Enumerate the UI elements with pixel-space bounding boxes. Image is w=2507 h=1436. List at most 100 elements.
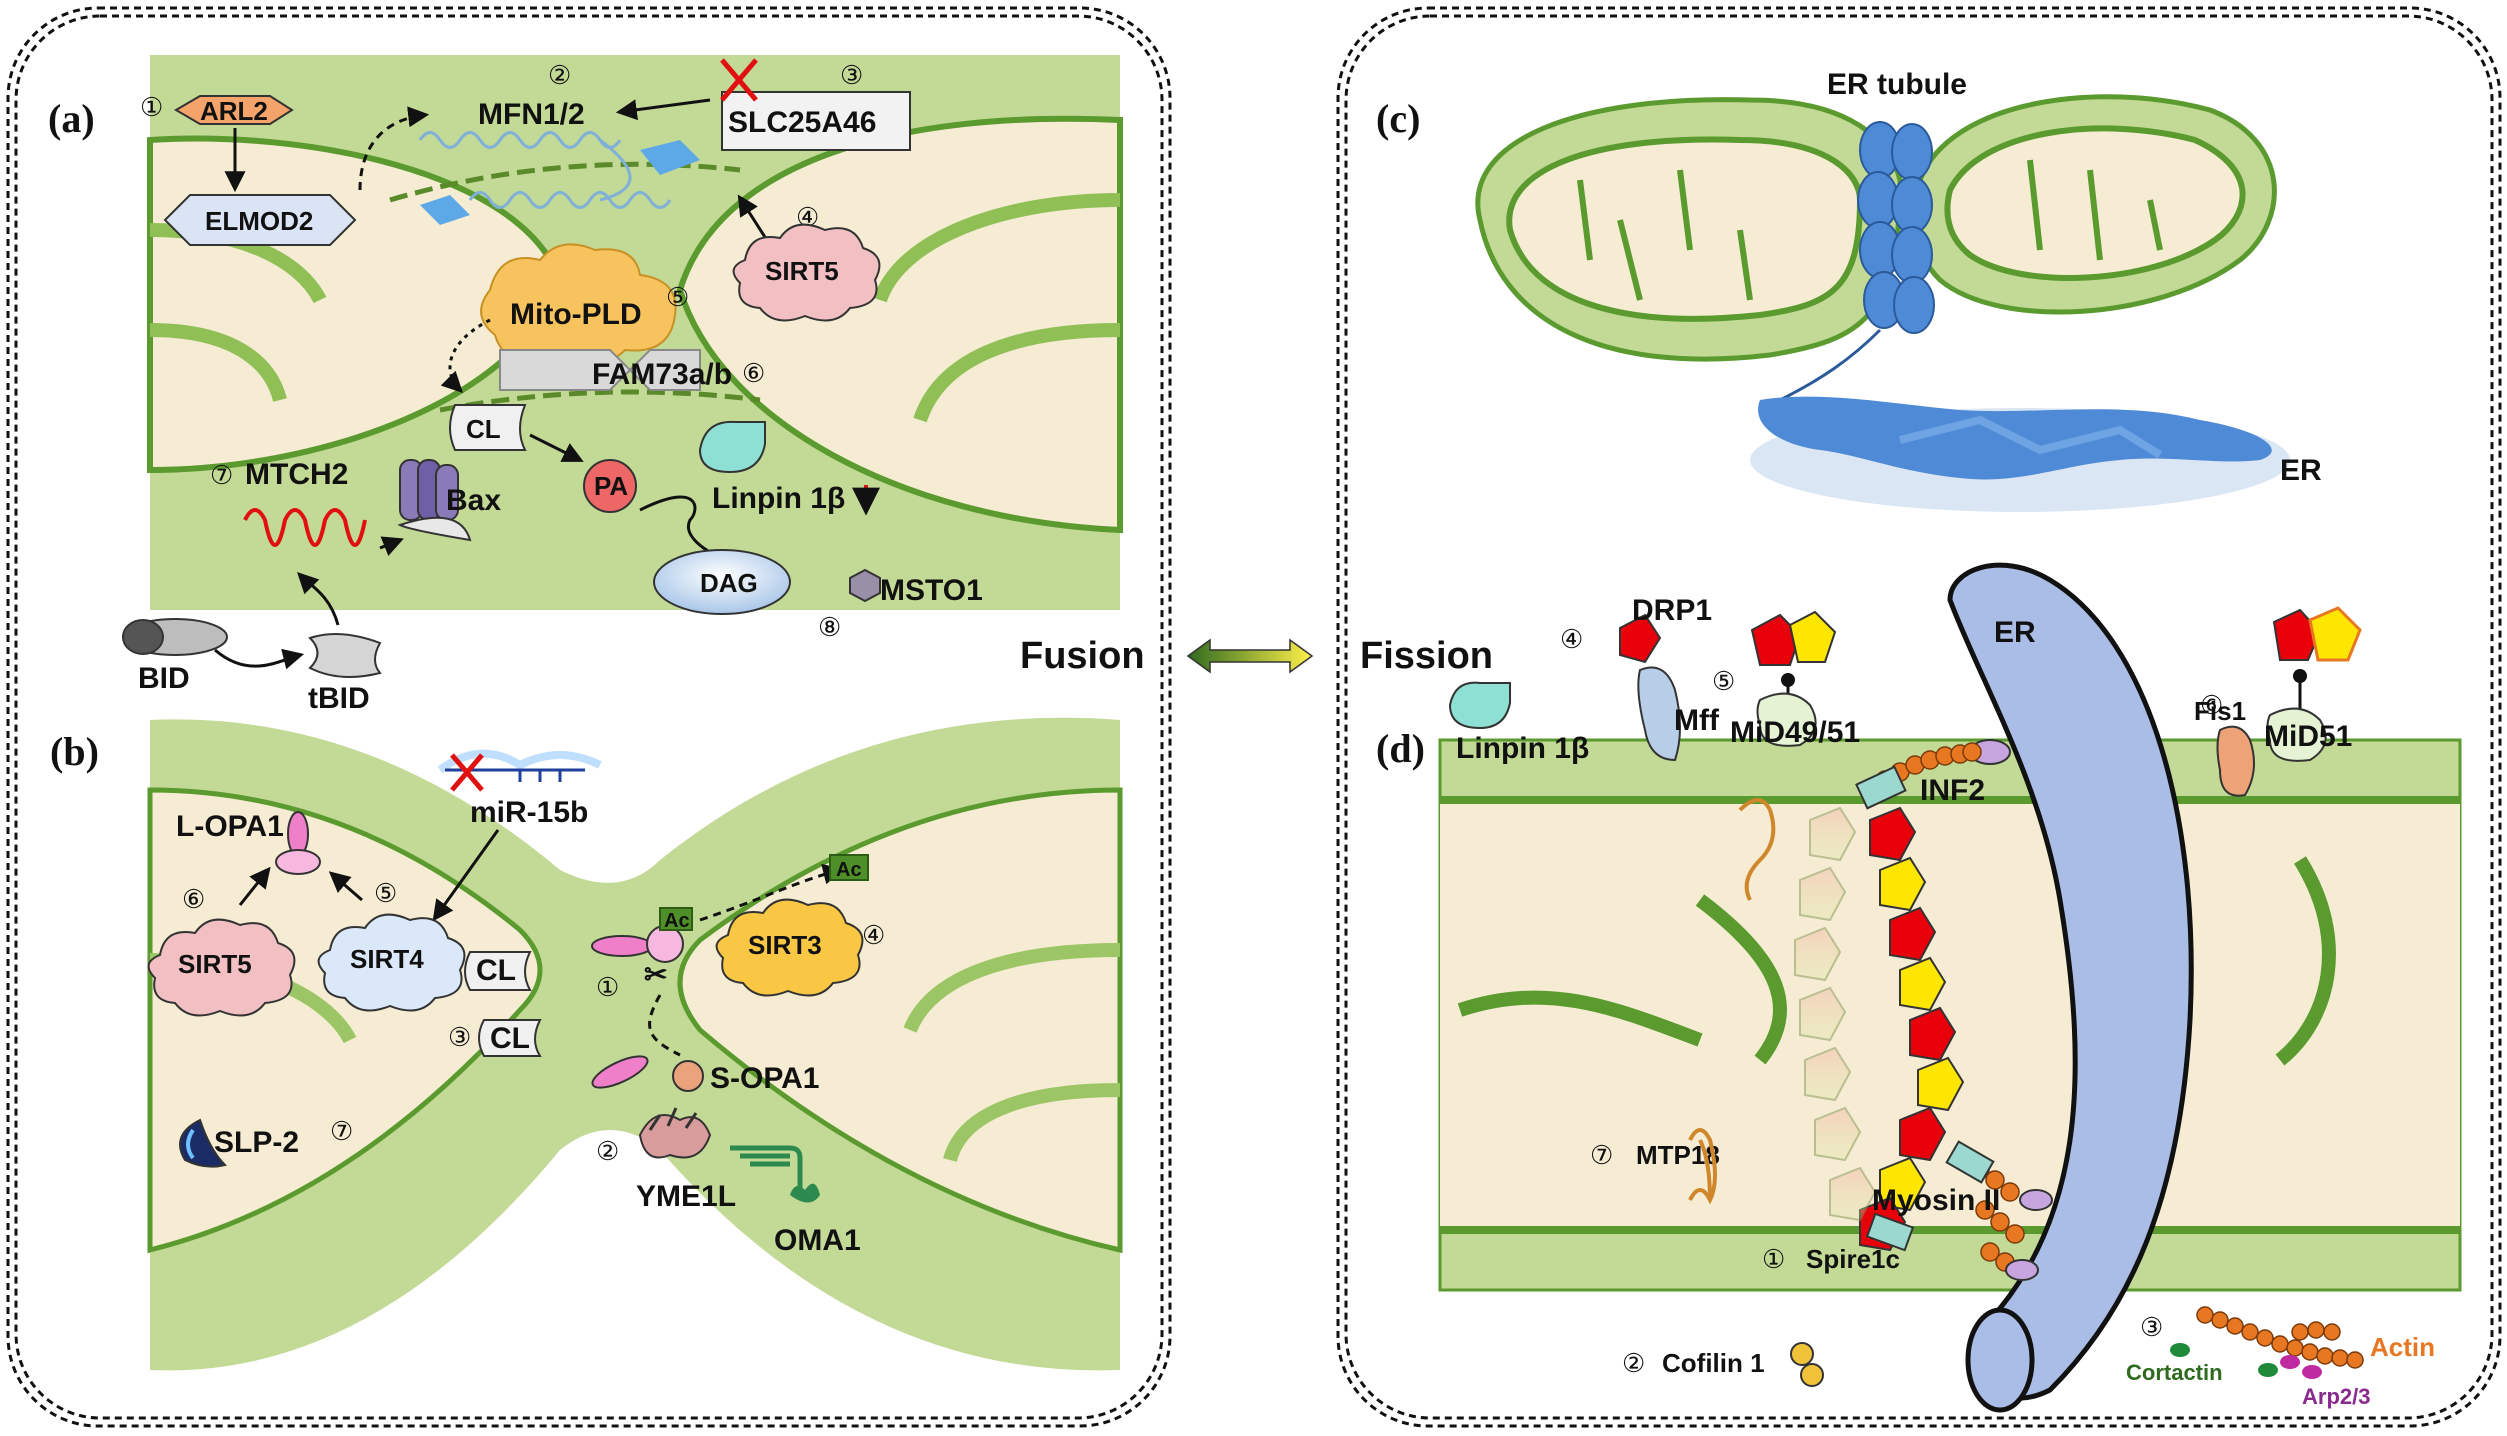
mfn-gtpase-2 — [420, 195, 470, 225]
mfn-coils — [418, 131, 672, 209]
slc25a46-box — [721, 91, 911, 151]
bid-shape — [122, 618, 228, 656]
cortactin-icon-2 — [2258, 1363, 2278, 1377]
mfn-label: MFN1/2 — [478, 98, 585, 131]
mff-label: Mff — [1674, 704, 1720, 737]
panel-d-letter: (d) — [1376, 726, 1425, 771]
sirt5-label-b: SIRT5 — [178, 949, 252, 979]
actin-branch — [2196, 1306, 2364, 1369]
a-num-2: ② — [548, 60, 571, 90]
d-num-6: ⑥ — [2200, 690, 2223, 720]
fis1-shape — [2216, 725, 2255, 797]
sirt4-cloud — [317, 913, 466, 1012]
a-num-1: ① — [140, 92, 163, 122]
d-num-4: ④ — [1560, 624, 1583, 654]
ac-label-1: Ac — [664, 910, 690, 932]
pa-circle — [583, 459, 637, 513]
fusion-fission-switch: Fusion Fission — [1020, 635, 1493, 677]
left-panel-frame — [6, 6, 1172, 1428]
linpin-shape-d — [1448, 681, 1511, 730]
linpin-shape-a — [698, 420, 766, 474]
fam73-label: FAM73a/b — [592, 358, 732, 391]
fusion-fission-arrow — [1186, 638, 1314, 674]
mff-shape — [1637, 666, 1681, 762]
arp-label: Arp2/3 — [2302, 1384, 2370, 1409]
slc25a46-label: SLC25A46 — [728, 106, 876, 139]
arl2-hexagon — [174, 95, 294, 125]
oma1-label: OMA1 — [774, 1224, 861, 1257]
panel-a-matrix-right — [676, 115, 1123, 534]
mir-15b-icon — [437, 749, 602, 792]
fusion-label: Fusion — [1020, 635, 1145, 677]
er-tubule-label: ER tubule — [1827, 68, 1967, 101]
linpin-label-d: Linpin 1β — [1456, 732, 1589, 765]
cl-shape-b1 — [464, 951, 532, 991]
cl-label-b1: CL — [476, 954, 516, 987]
s-opa1-circle — [672, 1060, 704, 1092]
b-num-5: ⑤ — [374, 878, 397, 908]
slp2-label: SLP-2 — [214, 1126, 299, 1159]
arp23-icon-2 — [2302, 1365, 2322, 1379]
drp1-icon-1 — [1619, 613, 1662, 664]
cortactin-label: Cortactin — [2126, 1360, 2223, 1385]
linpin-label-a: Linpin 1β — [712, 482, 845, 515]
panel-b-letter: (b) — [50, 729, 99, 774]
slc-cross-icon — [720, 58, 758, 102]
arl2-label: ARL2 — [200, 96, 268, 126]
cl-shape-b2 — [478, 1019, 542, 1057]
b-num-1: ① — [596, 972, 619, 1002]
oma1-shape — [730, 1145, 820, 1203]
sirt5-label-a: SIRT5 — [765, 256, 839, 286]
elmod2-hexagon — [163, 194, 357, 246]
er-label-d: ER — [1994, 616, 2036, 649]
mir-15b-label: miR-15b — [470, 796, 588, 829]
msto1-shape — [849, 568, 881, 603]
pa-label: PA — [594, 471, 628, 501]
yme1l-label: YME1L — [636, 1180, 736, 1213]
fam73-shape — [499, 349, 701, 391]
er-tubule-constriction — [1857, 121, 1935, 334]
lopa1-label: L-OPA1 — [176, 810, 284, 843]
cortactin-icon-1 — [2170, 1343, 2190, 1357]
inf2-label: INF2 — [1920, 774, 1985, 807]
cl-label-a: CL — [466, 414, 501, 444]
cofilin-label: Cofilin 1 — [1662, 1348, 1765, 1378]
panel-a: (a) ① ARL2 ELMOD2 ② MFN1/2 ③ SLC25A46 ④ … — [48, 55, 1123, 715]
drp1-icon-3 — [1788, 610, 1837, 663]
elmod2-label: ELMOD2 — [205, 206, 313, 236]
panel-c-letter: (c) — [1376, 96, 1420, 141]
mtp18-upper-icon — [1738, 798, 1776, 901]
panel-a-letter: (a) — [48, 96, 95, 141]
drp1-label: DRP1 — [1632, 594, 1712, 627]
sirt5-cloud-a — [732, 223, 881, 322]
mid51-label: MiD51 — [2264, 720, 2352, 753]
mtch2-label: MTCH2 — [245, 458, 348, 491]
bax-label: Bax — [446, 484, 501, 517]
mid51-shape — [2266, 707, 2327, 762]
bid-label: BID — [138, 662, 190, 695]
fis1-label: Fis1 — [2194, 696, 2246, 726]
d-num-5: ⑤ — [1712, 666, 1735, 696]
ac-tag-2 — [829, 854, 869, 881]
dag-ellipse — [653, 549, 791, 615]
msto1-label: MSTO1 — [880, 574, 983, 607]
opa1-long-head — [591, 935, 653, 957]
sirt3-cloud — [715, 898, 864, 997]
er-tube-d — [1947, 562, 2194, 1401]
spire-label: Spire1c — [1806, 1244, 1900, 1274]
ac-label-2: Ac — [836, 859, 862, 881]
tbid-shape — [308, 633, 382, 678]
myosin-label: Myosin II — [1872, 1184, 2000, 1217]
opa1-short-fragment — [591, 1055, 649, 1089]
mito-pld-label: Mito-PLD — [510, 298, 642, 331]
d-num-2: ② — [1622, 1348, 1645, 1378]
dag-label: DAG — [700, 568, 758, 598]
right-panel-frame — [1336, 6, 2502, 1428]
cl-shape-a — [449, 404, 527, 451]
d-num-7: ⑦ — [1590, 1140, 1613, 1170]
mid4951-shape — [1756, 692, 1817, 747]
tbid-label: tBID — [308, 682, 370, 715]
panel-d: (d) ④ DRP1 Mff ⑤ MiD49/51 Linpin 1β ER ⑥… — [1376, 562, 2462, 1413]
mtp18-icon — [1688, 1128, 1717, 1205]
er-network — [1758, 396, 2272, 480]
